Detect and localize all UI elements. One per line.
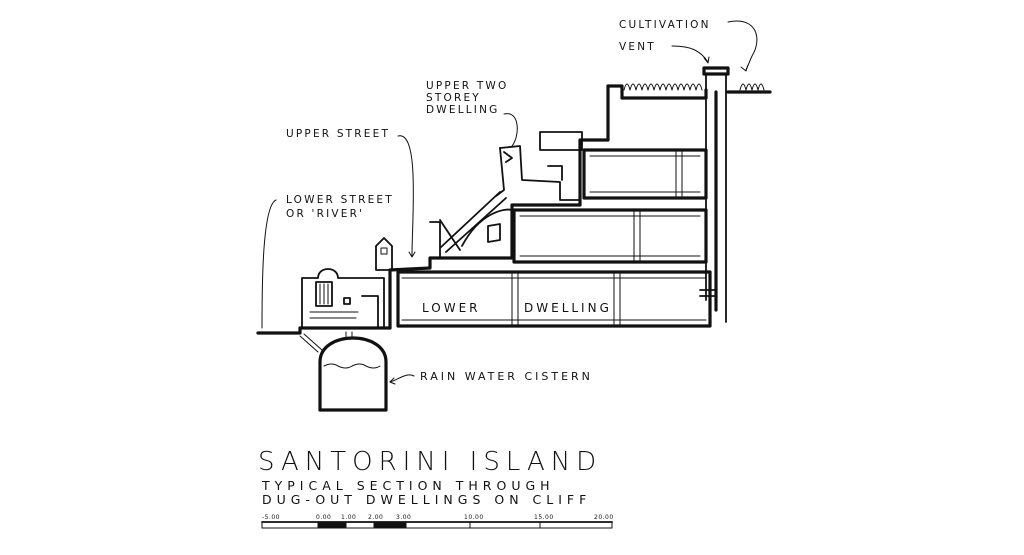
street-house [301, 237, 393, 329]
lower-dwelling [396, 270, 717, 328]
label-upper-street: UPPER STREET [286, 128, 390, 140]
upper-two-storey-dwelling [495, 131, 708, 201]
label-vent: VENT [619, 41, 656, 53]
scale-tick-label: -5.00 [262, 514, 280, 521]
label-upper-two-storey-1: UPPER TWO [426, 80, 508, 92]
drawing-subtitle-1: TYPICAL SECTION THROUGH [261, 478, 555, 493]
rain-water-cistern [299, 331, 388, 412]
scale-tick-label: 2.00 [368, 514, 383, 521]
scale-bar: -5.00 0.00 1.00 2.00 3.00 10.00 15.00 20… [261, 514, 614, 529]
label-lower-dwelling-1: LOWER [422, 301, 481, 315]
annotation-labels: CULTIVATION VENT UPPER TWO STOREY DWELLI… [286, 19, 711, 383]
label-upper-two-storey-3: DWELLING [426, 104, 500, 116]
drawing-title: SANTORINI ISLAND [258, 447, 602, 477]
scale-tick-label: 20.00 [594, 514, 614, 521]
scale-tick-label: 1.00 [341, 514, 356, 521]
middle-dwelling [429, 191, 708, 264]
cliff-profile [256, 66, 772, 335]
drawing-subtitle-2: DUG-OUT DWELLINGS ON CLIFF [262, 492, 591, 507]
label-cultivation: CULTIVATION [619, 19, 711, 31]
scale-tick-label: 15.00 [534, 514, 554, 521]
label-rain-water-cistern: RAIN WATER CISTERN [420, 370, 593, 383]
label-lower-street-1: LOWER STREET [286, 194, 394, 206]
label-lower-street-2: OR 'RIVER' [286, 208, 364, 220]
scale-tick-label: 0.00 [316, 514, 331, 521]
leader-lines [261, 20, 758, 385]
label-upper-two-storey-2: STOREY [426, 92, 481, 104]
scale-tick-label: 10.00 [464, 514, 484, 521]
title-block: SANTORINI ISLAND TYPICAL SECTION THROUGH… [258, 447, 602, 507]
scale-tick-label: 3.00 [396, 514, 411, 521]
label-lower-dwelling-2: DWELLING [524, 301, 612, 315]
